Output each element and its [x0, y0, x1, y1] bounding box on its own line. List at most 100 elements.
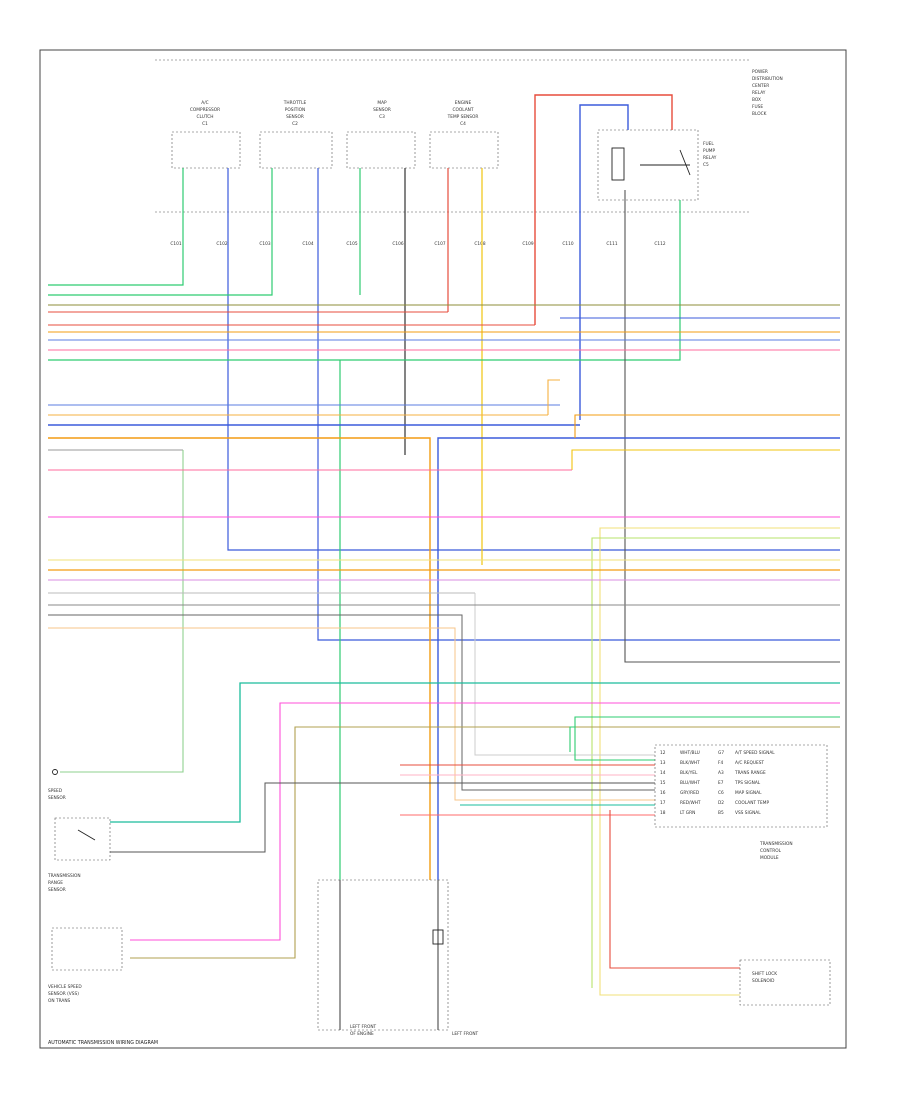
sensor-box-2: THROTTLE POSITION SENSOR C2: [259, 100, 333, 169]
diagram-frame: [39, 49, 847, 1049]
pcm-row-1: 12 WHT/BLU G7 A/T SPEED SIGNAL: [660, 750, 775, 756]
pin-c108: C108: [474, 241, 485, 247]
sensor-2-line-2: POSITION: [285, 107, 305, 113]
trans-sensor-2: RANGE: [48, 880, 63, 886]
shift-lock-2: SOLENOID: [752, 978, 775, 984]
pin-c105: C105: [346, 241, 357, 247]
pcm-label-2: CONTROL: [760, 848, 782, 854]
wire-magenta-h3: [130, 702, 840, 941]
pcm-r7-pin: 18: [660, 810, 666, 816]
sensor-3-line-3: C3: [379, 114, 385, 120]
shift-lock-solenoid: SHIFT LOCK SOLENOID: [739, 959, 831, 1006]
wire-olive-h2: [130, 726, 840, 959]
pin-c112: C112: [654, 241, 665, 247]
trans-sensor-3: SENSOR: [48, 887, 66, 893]
pcm-row-3: 14 BLK/YEL A3 TRANS RANGE: [660, 770, 766, 776]
wire-lime-h1: [591, 537, 840, 988]
pcm-r4-desc: TPS SIGNAL: [734, 780, 761, 786]
sensor-2-line-3: SENSOR: [286, 114, 304, 120]
wire-orange-h4: [574, 414, 840, 438]
pin-c109: C109: [522, 241, 533, 247]
pcm-r5-cav: C6: [718, 790, 724, 796]
pin-c104: C104: [302, 241, 313, 247]
relay-line-1: FUEL: [703, 141, 714, 147]
speed-sensor-1: SPEED: [48, 788, 63, 794]
pcm-row-2: 13 BLK/WHT F4 A/C REQUEST: [660, 760, 764, 766]
pin-c106: C106: [392, 241, 403, 247]
pin-c101: C101: [170, 241, 181, 247]
diagram-footer: AUTOMATIC TRANSMISSION WIRING DIAGRAM: [48, 1040, 158, 1046]
wire-blue-1: [227, 168, 840, 551]
pcm-r6-cav: D2: [718, 800, 724, 806]
vehicle-speed-sensor: VEHICLE SPEED SENSOR (VSS) ON TRANS: [48, 927, 123, 1004]
pin-c102: C102: [216, 241, 227, 247]
wire-pink-h3: [599, 527, 840, 996]
sensor-1-line-4: C1: [202, 121, 208, 127]
wire-blue-v2: [437, 437, 840, 880]
pcm-r5-pin: 16: [660, 790, 666, 796]
pcm-r1-cav: G7: [718, 750, 724, 756]
fuel-pump-relay: FUEL PUMP RELAY C5: [597, 129, 717, 201]
center-left-1: LEFT FRONT: [350, 1024, 377, 1030]
speed-sensor-2: SENSOR: [48, 795, 66, 801]
relay-line-2: PUMP: [703, 148, 715, 154]
sensor-3-line-2: SENSOR: [373, 107, 391, 113]
wire-dark-2: [624, 190, 840, 663]
pcm-r6-pin: 17: [660, 800, 666, 806]
pcm-r5-color: GRY/RED: [680, 790, 700, 796]
pcm-r4-cav: E7: [718, 780, 724, 786]
sensor-4-line-2: COOLANT: [452, 107, 473, 113]
pcm-label-3: MODULE: [760, 855, 779, 861]
pcm-r1-pin: 12: [660, 750, 666, 756]
pcm-r1-desc: A/T SPEED SIGNAL: [735, 750, 775, 756]
sensor-4-line-3: TEMP SENSOR: [447, 114, 479, 120]
pcm-r7-desc: VSS SIGNAL: [735, 810, 761, 816]
wire-green-2: [48, 168, 273, 296]
pcm-r2-color: BLK/WHT: [680, 760, 700, 766]
pcm-row-5: 16 GRY/RED C6 MAP SIGNAL: [660, 790, 762, 796]
transmission-range-sensor: TRANSMISSION RANGE SENSOR: [47, 817, 111, 893]
center-right-1: LEFT FRONT: [452, 1031, 479, 1037]
relay-line-3: RELAY: [703, 155, 717, 161]
pdc-line-2: DISTRIBUTION: [752, 76, 783, 82]
center-left-2: OF ENGINE: [350, 1031, 374, 1037]
wire-blue-top: [579, 104, 629, 420]
pdc-line-4: RELAY: [752, 90, 766, 96]
power-distribution-label: POWER DISTRIBUTION CENTER RELAY BOX FUSE…: [752, 69, 783, 117]
pin-c110: C110: [562, 241, 573, 247]
pcm-r3-pin: 14: [660, 770, 666, 776]
pcm-r7-color: LT GRN: [680, 810, 695, 816]
wire-green-h8: [569, 726, 575, 752]
speed-sensor: SPEED SENSOR: [48, 769, 66, 801]
vss-3: ON TRANS: [48, 998, 71, 1004]
pcm-r4-color: BLU/WHT: [680, 780, 700, 786]
pin-c103: C103: [259, 241, 270, 247]
wire-blue-2: [317, 168, 840, 641]
sensor-3-line-1: MAP: [377, 100, 387, 106]
pdc-line-5: BOX: [752, 97, 761, 103]
pcm-row-7: 18 LT GRN B5 VSS SIGNAL: [660, 810, 761, 816]
wire-green-4: [48, 200, 681, 361]
wire-green-h7: [574, 716, 840, 761]
wire-orange-h3: [48, 437, 431, 880]
sensor-1-line-2: COMPRESSOR: [190, 107, 220, 113]
connector-pin-labels: C101 C102 C103 C104 C105 C106 C107 C108 …: [170, 241, 665, 247]
trans-sensor-1: TRANSMISSION: [47, 873, 81, 879]
pcm-r6-desc: COOLANT TEMP: [735, 800, 769, 806]
pin-c107: C107: [434, 241, 445, 247]
pcm-r6-color: RED/WHT: [680, 800, 701, 806]
pcm-r2-desc: A/C REQUEST: [735, 760, 764, 766]
pdc-line-7: BLOCK: [752, 111, 767, 117]
pdc-line-3: CENTER: [752, 83, 769, 89]
sensor-box-3: MAP SENSOR C3: [346, 100, 416, 169]
pcm-r2-cav: F4: [718, 760, 723, 766]
pcm-r3-desc: TRANS RANGE: [734, 770, 766, 776]
pcm-row-4: 15 BLU/WHT E7 TPS SIGNAL: [660, 780, 761, 786]
pcm-r1-color: WHT/BLU: [680, 750, 700, 756]
wire-gray-v1: [474, 593, 655, 756]
wire-teal-h1: [110, 682, 840, 823]
wire-green-1: [48, 168, 184, 286]
pcm-r2-pin: 13: [660, 760, 666, 766]
sensor-4-line-1: ENGINE: [455, 100, 472, 106]
